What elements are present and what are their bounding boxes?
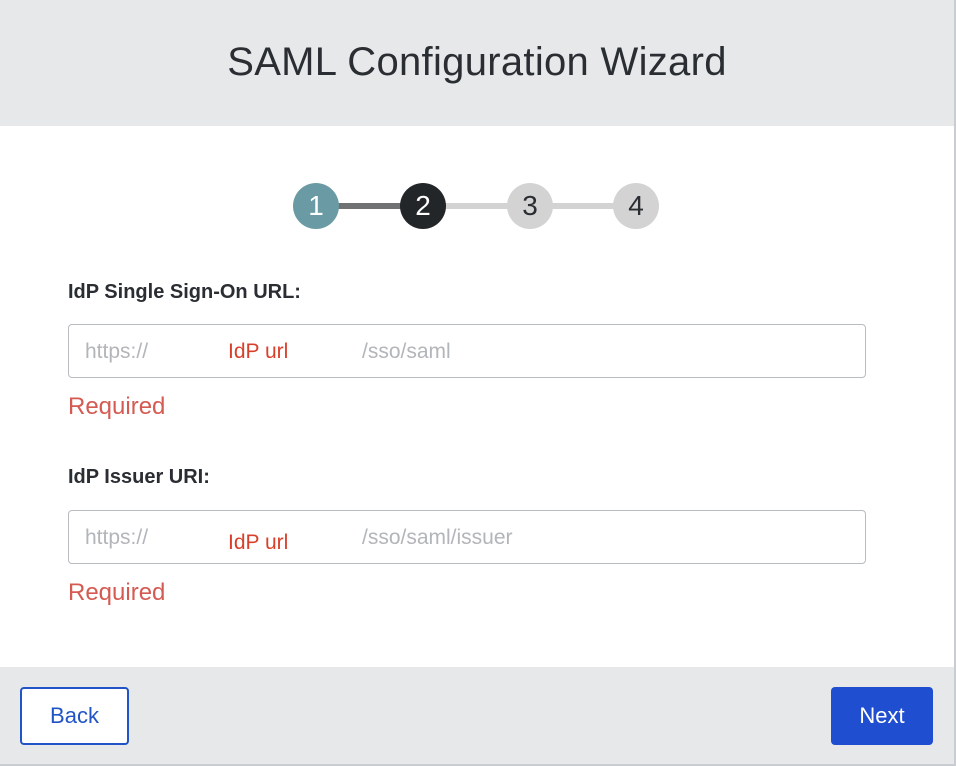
issuer-uri-host-field[interactable]: IdP url (228, 531, 289, 554)
stepper-connector-2-3 (439, 203, 511, 209)
issuer-uri-label: IdP Issuer URI: (68, 466, 210, 488)
sso-url-input[interactable]: https:// IdP url /sso/saml (68, 324, 866, 378)
issuer-uri-suffix: /sso/saml/issuer (362, 526, 513, 549)
page-title: SAML Configuration Wizard (227, 39, 727, 84)
sso-url-host-field[interactable]: IdP url (228, 340, 289, 363)
wizard-footer: Back Next (0, 667, 954, 764)
step-3-indicator: 3 (507, 183, 553, 229)
sso-url-label: IdP Single Sign-On URL: (68, 281, 301, 303)
sso-url-prefix: https:// (85, 340, 149, 363)
stepper-connector-3-4 (547, 203, 619, 209)
stepper-connector-1-2 (333, 203, 403, 209)
issuer-uri-input[interactable]: https:// IdP url /sso/saml/issuer (68, 510, 866, 564)
step-4-indicator: 4 (613, 183, 659, 229)
sso-url-suffix: /sso/saml (362, 340, 451, 363)
issuer-uri-error: Required (68, 579, 166, 606)
next-button[interactable]: Next (831, 687, 933, 745)
step-2-indicator: 2 (400, 183, 446, 229)
sso-url-error: Required (68, 393, 166, 420)
back-button[interactable]: Back (20, 687, 129, 745)
step-1-indicator[interactable]: 1 (293, 183, 339, 229)
wizard-header: SAML Configuration Wizard (0, 0, 954, 126)
wizard-stepper: 1 2 3 4 (293, 183, 659, 229)
issuer-uri-prefix: https:// (85, 526, 149, 549)
